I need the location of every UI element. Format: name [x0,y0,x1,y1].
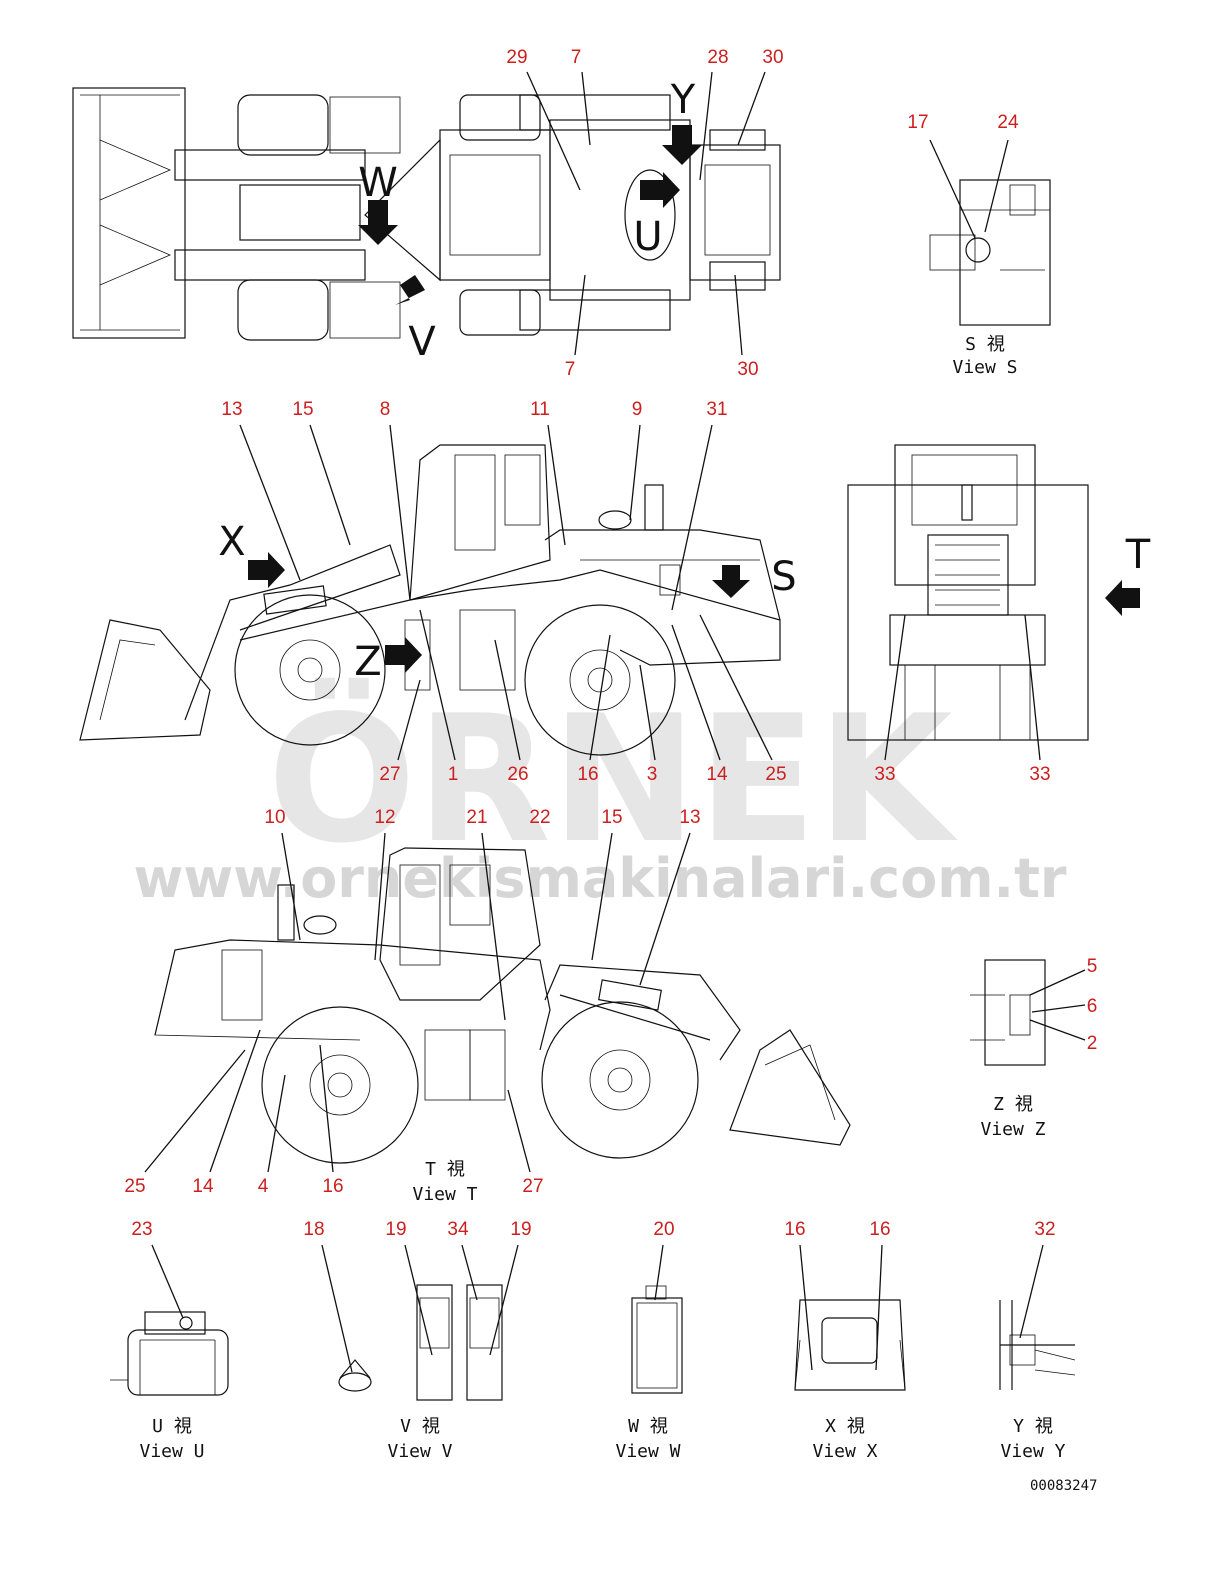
callout-l-25: 25 [765,764,786,785]
callout-y-32: 32 [1034,1219,1055,1240]
callout-r-12: 12 [374,807,395,828]
callout-r-13: 13 [679,807,700,828]
view-t-label: T 視 View T [412,1159,477,1205]
top-view-drawing [72,87,781,341]
callout-top-30a: 30 [762,47,783,68]
view-z-drawing [970,959,1086,1066]
callout-r-16: 16 [322,1176,343,1197]
callout-s-17: 17 [907,112,928,133]
side-view-left-drawing [79,444,781,756]
watermark-url: www.ornekismakinalari.com.tr [133,847,1066,910]
callout-r-21: 21 [466,807,487,828]
callout-t-33a: 33 [874,764,895,785]
callout-x-16b: 16 [869,1219,890,1240]
callout-l-8: 8 [380,399,391,420]
callout-t-33b: 33 [1029,764,1050,785]
view-z-label-ja: Z 視 [993,1094,1033,1115]
callout-z-2: 2 [1087,1033,1098,1054]
view-w-label-ja: W 視 [628,1416,668,1437]
callout-r-22: 22 [529,807,550,828]
callout-z-5: 5 [1087,956,1098,977]
view-u-label-ja: U 視 [152,1416,192,1437]
callout-s-24: 24 [997,112,1019,133]
view-w-label-en: View W [615,1441,680,1462]
callout-r-27: 27 [522,1176,543,1197]
callout-l-27: 27 [379,764,400,785]
view-y-drawing: 32 Y 視 View Y [999,1219,1076,1462]
callout-l-9: 9 [632,399,643,420]
view-v-label-en: View V [387,1441,452,1462]
view-x-label-ja: X 視 [825,1416,865,1437]
callout-u-23: 23 [131,1219,152,1240]
callout-l-26: 26 [507,764,528,785]
view-x-drawing: 16 16 X 視 View X [784,1219,906,1462]
callout-r-15: 15 [601,807,622,828]
callout-v-19b: 19 [510,1219,531,1240]
callout-l-31: 31 [706,399,727,420]
callout-top-29: 29 [506,47,527,68]
view-z-label-en: View Z [980,1119,1045,1140]
callout-top-28: 28 [707,47,728,68]
letter-x: X [218,519,245,565]
view-x-label-en: View X [812,1441,877,1462]
top-view-direction-letters: Y W V U [358,77,696,365]
view-t-label-en: View T [412,1184,477,1205]
view-w-drawing: 20 W 視 View W [615,1219,683,1462]
callout-l-1: 1 [448,764,459,785]
view-t-drawing [847,444,1140,761]
letter-z: Z [354,639,381,685]
view-s-callouts: 17 24 [907,112,1019,133]
callout-top-30b: 30 [737,359,758,380]
callout-top-7b: 7 [565,359,576,380]
view-y-label-en: View Y [1000,1441,1065,1462]
callout-l-16: 16 [577,764,598,785]
letter-s: S [771,554,796,600]
view-t-letters: T [1125,532,1151,578]
view-s-label-ja: S 視 [965,334,1005,355]
view-u-label-en: View U [139,1441,204,1462]
side-view-right-callouts: 10 12 21 22 15 13 25 14 4 16 27 [124,807,700,1197]
letter-t: T [1125,532,1151,578]
callout-r-14: 14 [192,1176,214,1197]
view-u-drawing: 23 U 視 View U [110,1219,229,1462]
callout-top-7a: 7 [571,47,582,68]
callout-r-25: 25 [124,1176,145,1197]
side-view-left-callouts: 13 15 8 11 9 31 27 1 26 16 3 14 25 [221,399,786,785]
drawing-code: 00083247 [1030,1478,1097,1494]
watermark: ÖRNEK www.ornekismakinalari.com.tr [133,677,1066,910]
callout-l-3: 3 [647,764,658,785]
letter-v: V [408,319,436,365]
view-z-callouts: 5 6 2 [1087,956,1098,1054]
callout-w-20: 20 [653,1219,674,1240]
view-s-drawing [929,139,1051,326]
letter-y: Y [670,77,696,123]
view-s-label-en: View S [952,357,1017,378]
callout-l-15: 15 [292,399,313,420]
view-v-drawing: 18 19 34 19 V 視 View V [303,1219,531,1462]
view-z-label: Z 視 View Z [980,1094,1045,1140]
callout-x-16a: 16 [784,1219,805,1240]
side-view-left-letters: X Z S [218,519,796,685]
callout-v-18: 18 [303,1219,324,1240]
view-t-callouts: 33 33 [874,764,1050,785]
side-view-right-drawing [154,847,851,1164]
callout-r-4: 4 [258,1176,269,1197]
top-view-callouts: 29 7 28 30 7 30 [506,47,783,380]
view-v-label-ja: V 視 [400,1416,440,1437]
letter-u: U [633,214,662,260]
callout-l-13: 13 [221,399,242,420]
callout-r-10: 10 [264,807,285,828]
view-y-label-ja: Y 視 [1013,1416,1053,1437]
watermark-brand: ÖRNEK [267,677,958,882]
callout-l-14: 14 [706,764,728,785]
view-s-label: S 視 View S [952,334,1017,378]
view-t-label-ja: T 視 [425,1159,465,1180]
callout-l-11: 11 [530,399,550,420]
callout-v-19a: 19 [385,1219,406,1240]
callout-z-6: 6 [1087,996,1098,1017]
letter-w: W [358,160,398,206]
callout-v-34: 34 [447,1219,469,1240]
